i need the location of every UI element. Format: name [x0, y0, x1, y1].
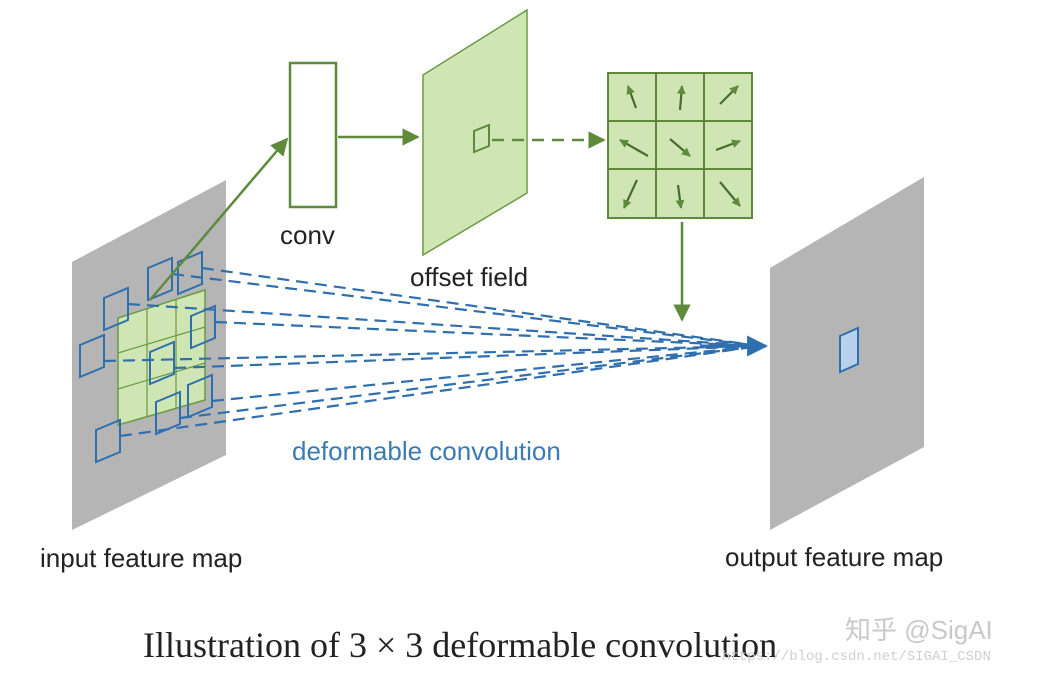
- offset-arrow: [669, 138, 691, 157]
- offsets-grid: [607, 72, 753, 219]
- offset-arrow: [719, 85, 739, 105]
- offset-arrow: [719, 181, 741, 207]
- watermark-url: https://blog.csdn.net/SIGAI_CSDN: [722, 649, 991, 665]
- offset-arrow: [715, 139, 741, 152]
- offset-field-label: offset field: [410, 262, 528, 292]
- sample-box: [95, 418, 121, 464]
- sample-box: [177, 250, 203, 296]
- offset-arrow: [626, 85, 638, 109]
- deformable-projection-lines: [103, 266, 761, 438]
- offset-arrow: [676, 85, 686, 111]
- sample-box: [103, 286, 129, 332]
- conv-block: [288, 61, 338, 209]
- figure-caption: Illustration of 3 × 3 deformable convolu…: [143, 625, 777, 665]
- watermark-brand: 知乎 @SigAI: [845, 615, 993, 645]
- conv-label: conv: [280, 220, 335, 250]
- sample-box: [79, 333, 105, 379]
- output-feature-map-label: output feature map: [725, 542, 943, 572]
- offset-arrow: [619, 139, 649, 157]
- deformable-convolution-label: deformable convolution: [292, 436, 561, 466]
- sample-box: [187, 373, 213, 419]
- sample-box: [149, 340, 175, 386]
- offset-arrow: [675, 184, 685, 209]
- output-cell: [839, 326, 859, 374]
- input-sampling-grid: [117, 288, 206, 426]
- input-feature-map-label: input feature map: [40, 543, 242, 573]
- input-to-conv-arrow: [149, 137, 289, 301]
- sample-box: [147, 256, 173, 302]
- offset-field-cell: [473, 123, 490, 154]
- sample-box: [155, 390, 181, 436]
- offset-arrow: [623, 179, 638, 209]
